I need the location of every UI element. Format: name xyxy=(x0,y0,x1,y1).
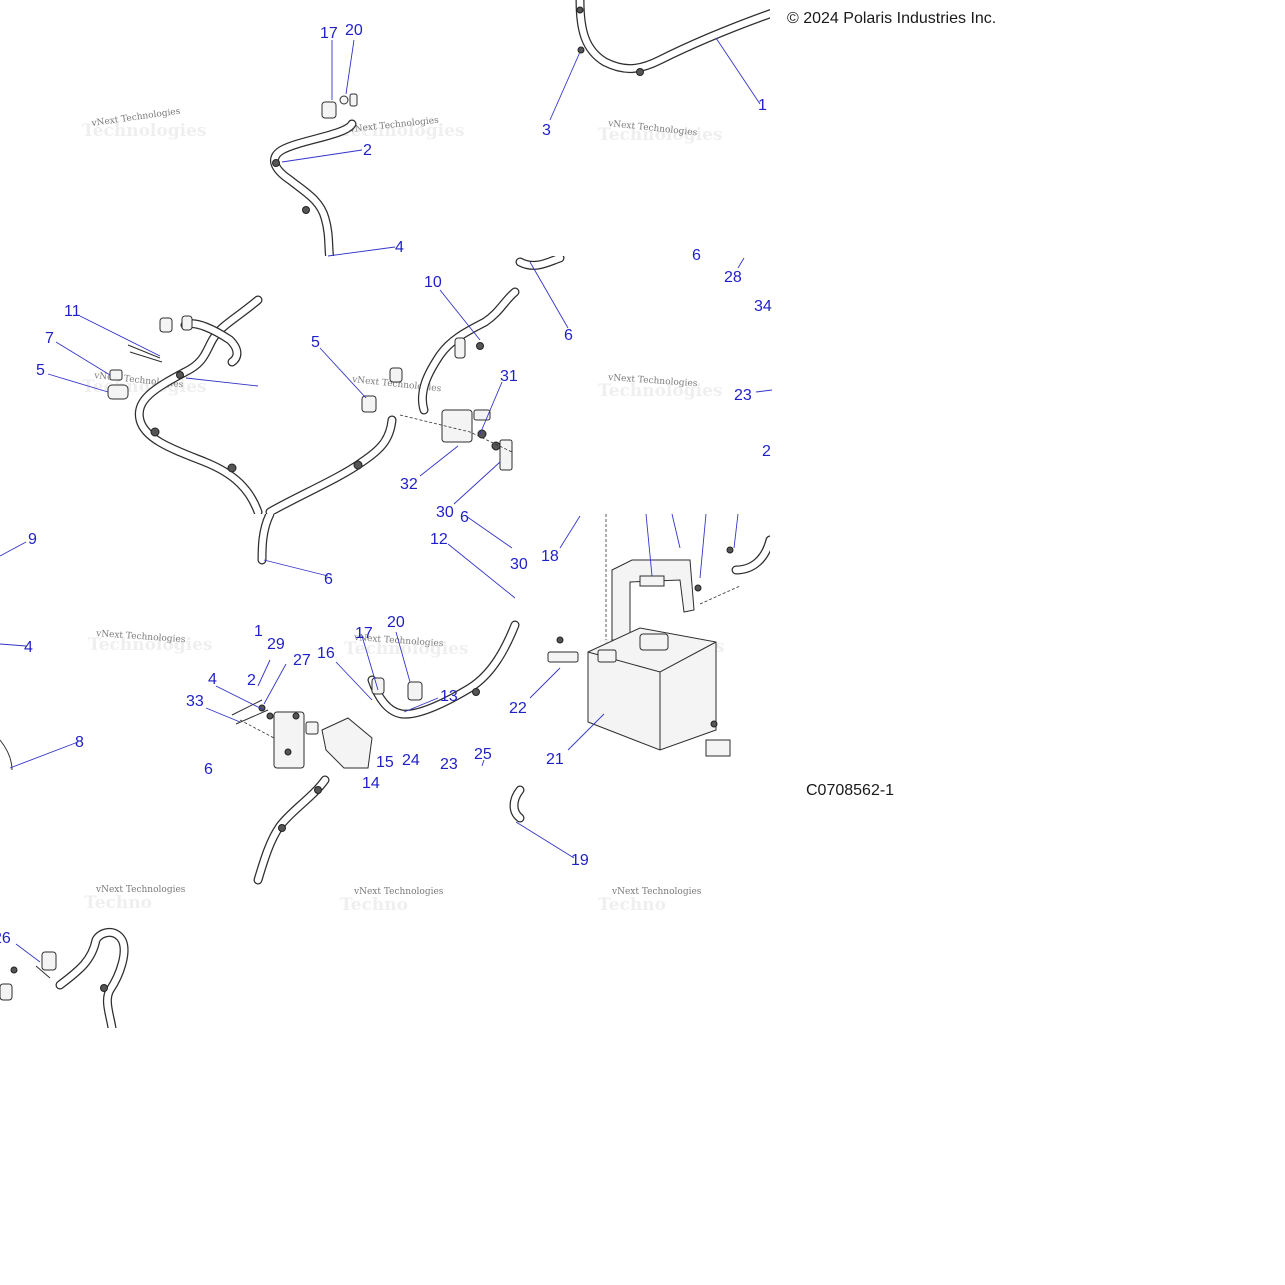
callout-number: 4 xyxy=(395,239,404,256)
callout-number: 5 xyxy=(36,362,45,379)
line-art-row-b xyxy=(107,256,565,514)
callout-number: 23 xyxy=(734,387,752,404)
line-art-row-d xyxy=(0,775,525,1028)
watermarks: vNext Technologies vNext Technologies vN… xyxy=(90,107,702,897)
callout-number: 12 xyxy=(430,531,448,548)
callout-number: 23 xyxy=(440,756,458,773)
callout-number: 25 xyxy=(474,746,492,763)
svg-text:Technologies: Technologies xyxy=(82,121,206,141)
svg-text:Technologies: Technologies xyxy=(340,121,464,141)
callout-number: 2 xyxy=(247,672,256,689)
drawing-code: C0708562-1 xyxy=(806,782,895,799)
callout-number: 11 xyxy=(64,303,81,320)
callout-number: 3 xyxy=(542,122,551,139)
callout-number: 24 xyxy=(402,752,420,769)
watermark: vNext Technologies xyxy=(95,885,186,895)
callout-number: 20 xyxy=(387,614,405,631)
callout-number: 26 xyxy=(0,930,11,947)
line-art-row-c xyxy=(0,514,770,770)
callout-number: 2 xyxy=(762,443,771,460)
leader-lines xyxy=(0,37,773,963)
callout-number: 9 xyxy=(28,531,37,548)
callout-number: 16 xyxy=(317,645,335,662)
callout-number: 5 xyxy=(311,334,320,351)
callout-labels: 17 20 2 4 3 1 11 7 5 5 10 31 32 30 6 6 2… xyxy=(0,22,772,947)
callout-number: 1 xyxy=(758,97,767,114)
callout-number: 6 xyxy=(460,509,469,526)
copyright-notice: © 2024 Polaris Industries Inc. xyxy=(787,10,997,27)
callout-number: 17 xyxy=(355,625,373,642)
callout-number: 30 xyxy=(510,556,528,573)
callout-number: 6 xyxy=(204,761,213,778)
callout-number: 29 xyxy=(267,636,285,653)
callout-number: 19 xyxy=(571,852,589,869)
callout-number: 2 xyxy=(363,142,372,159)
callout-number: 32 xyxy=(400,476,418,493)
svg-text:Technologies: Technologies xyxy=(598,381,722,401)
svg-text:Techno: Techno xyxy=(84,893,152,913)
callout-number: 13 xyxy=(440,688,458,705)
svg-text:Technologies: Technologies xyxy=(344,639,468,659)
callout-number: 8 xyxy=(75,734,84,751)
callout-number: 10 xyxy=(424,274,442,291)
svg-text:Technologies: Technologies xyxy=(88,635,212,655)
line-art-row-a xyxy=(269,0,770,256)
callout-number: 17 xyxy=(320,25,338,42)
callout-number: 4 xyxy=(24,639,33,656)
callout-number: 1 xyxy=(254,623,263,640)
svg-text:Techno: Techno xyxy=(340,895,408,915)
callout-number: 7 xyxy=(45,330,54,347)
svg-text:Techno: Techno xyxy=(598,895,666,915)
callout-number: 15 xyxy=(376,754,394,771)
callout-number: 27 xyxy=(293,652,311,669)
callout-number: 6 xyxy=(564,327,573,344)
callout-number: 14 xyxy=(362,775,380,792)
callout-number: 33 xyxy=(186,693,204,710)
watermark: vNext Technologies xyxy=(611,887,702,897)
callout-number: 6 xyxy=(692,247,701,264)
callout-number: 28 xyxy=(724,269,742,286)
callout-number: 34 xyxy=(754,298,772,315)
watermark: vNext Technologies xyxy=(353,887,444,897)
callout-number: 31 xyxy=(500,368,518,385)
callout-number: 4 xyxy=(208,671,217,688)
callout-number: 30 xyxy=(436,504,454,521)
callout-number: 18 xyxy=(541,548,559,565)
callout-number: 21 xyxy=(546,751,564,768)
svg-text:Technologies: Technologies xyxy=(598,125,722,145)
callout-number: 20 xyxy=(345,22,363,39)
callout-number: 22 xyxy=(509,700,527,717)
callout-number: 6 xyxy=(324,571,333,588)
